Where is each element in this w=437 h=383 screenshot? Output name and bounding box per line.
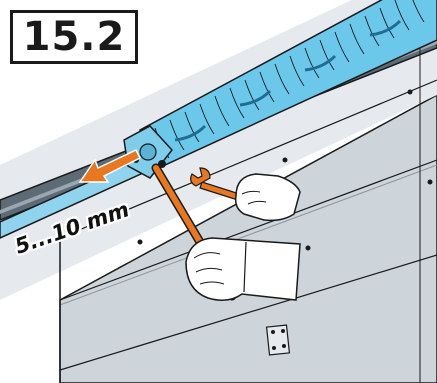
screw <box>428 180 433 185</box>
step-number-badge: 15.2 <box>10 10 138 64</box>
hand-icon <box>236 174 300 220</box>
step-number: 15.2 <box>23 14 126 60</box>
screw <box>306 246 311 251</box>
hand-icon <box>186 238 300 300</box>
screw <box>408 90 413 95</box>
screw <box>283 158 288 163</box>
hinge-icon <box>267 325 290 355</box>
screw <box>138 240 143 245</box>
